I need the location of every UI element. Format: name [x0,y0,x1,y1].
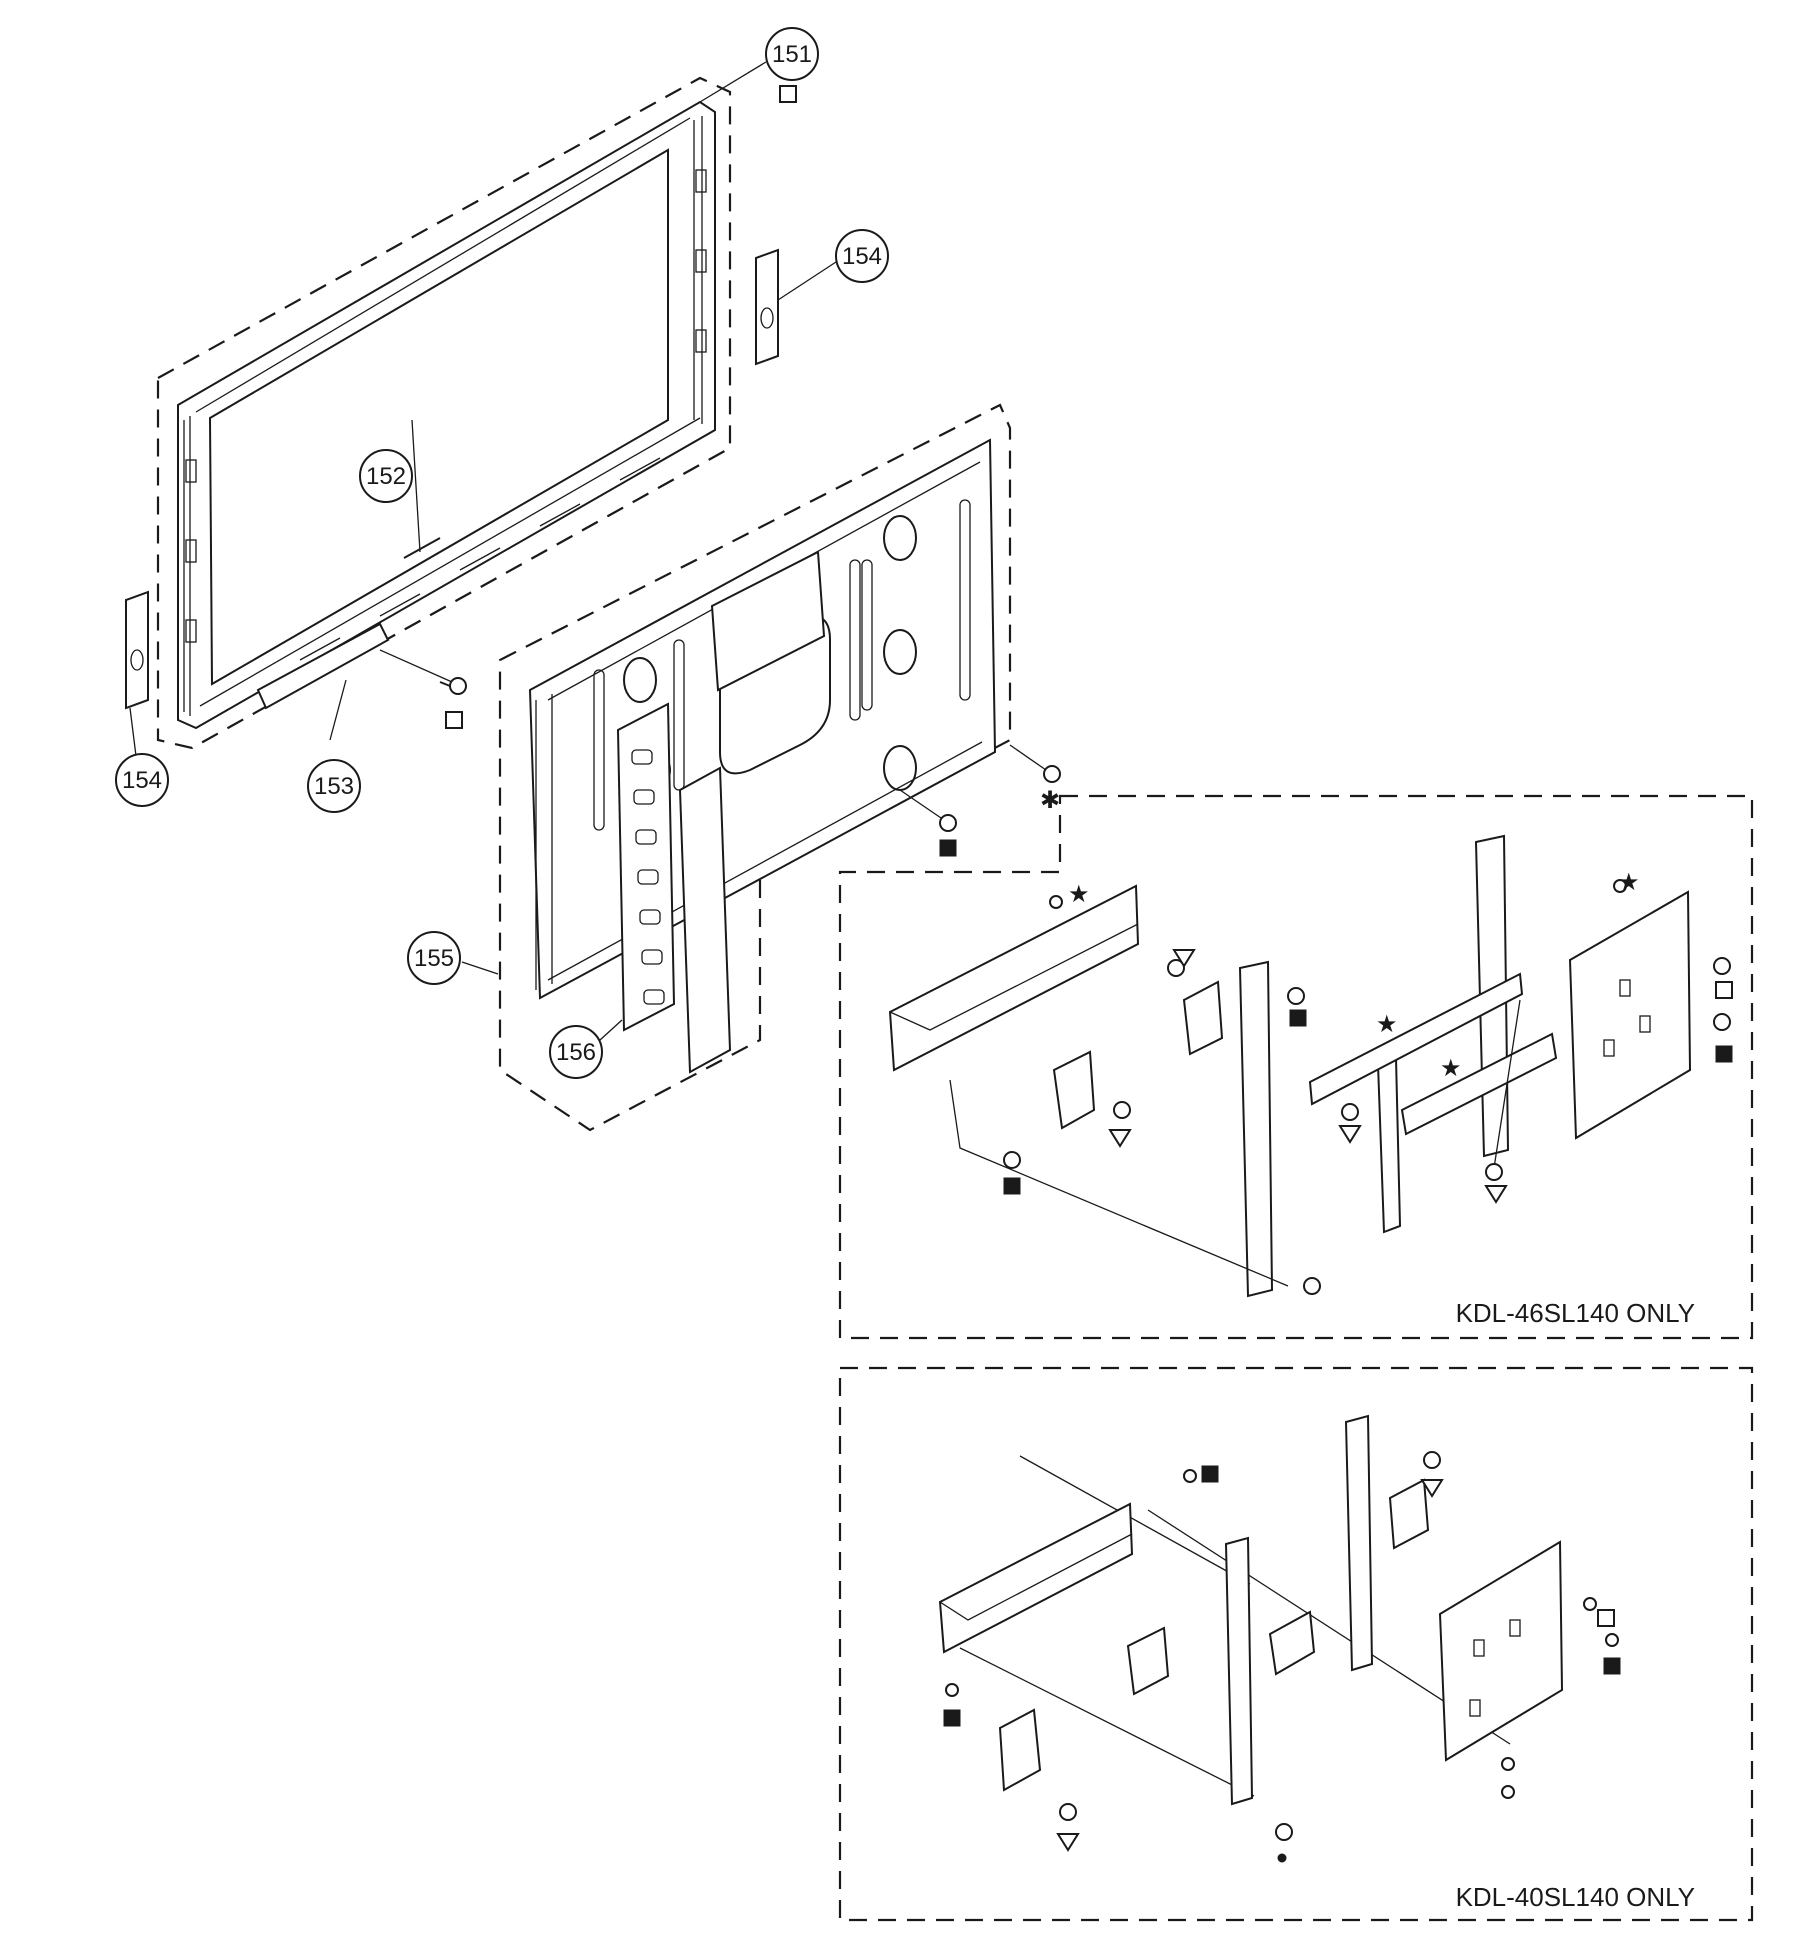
kdl40-main-board[interactable] [1438,1540,1564,1762]
speaker-right[interactable] [755,248,837,366]
callout-156: 156 [549,1025,603,1079]
part-153-bracket[interactable] [256,622,390,710]
part-156-terminal-strip[interactable] [599,702,732,1074]
callout-label: 153 [314,773,354,800]
chassis-mount-bracket [710,550,826,692]
kdl46-small-bracket[interactable] [1052,1050,1096,1130]
kdl40-marks [943,1465,1621,1863]
callout-154-right: 154 [835,229,889,283]
kdl46-vertical-rail[interactable] [1238,960,1274,1298]
speaker-left[interactable] [125,590,149,757]
bezel-dashed-boundary [156,76,732,750]
rear-chassis-plate[interactable] [528,438,997,1000]
kdl46-screw [1003,879,1731,1295]
kdl46-inset: ★ ★ ★ ★ KDL-46SL140 ONLY [838,794,1754,1340]
kdl46-caption: KDL-46SL140 ONLY [1456,1298,1695,1328]
callout-153: 153 [307,759,361,813]
square-outline-mark [445,711,463,729]
chassis-screw [899,744,1061,832]
square-outline-mark [779,85,797,103]
svg-text:★: ★ [1068,881,1090,908]
part-152-strip[interactable] [403,537,441,559]
callout-label: 155 [414,945,454,972]
kdl46-cross-bar[interactable] [1308,972,1524,1106]
kdl46-marks: ★ ★ ★ ★ [1003,869,1733,1204]
kdl46-vertical-rail[interactable] [1376,1056,1402,1234]
kdl46-main-board[interactable] [1568,890,1692,1140]
chassis-slots [593,499,971,831]
kdl40-caption: KDL-40SL140 ONLY [1456,1882,1695,1912]
kdl46-dashed-box [838,794,1754,1340]
kdl40-dashed-box [838,1366,1754,1922]
callout-151: 151 [765,27,819,81]
kdl40-inset: KDL-40SL140 ONLY [838,1366,1754,1922]
screw [439,677,467,695]
svg-text:★: ★ [1376,1011,1398,1038]
kdl40-vertical-rail[interactable] [1224,1536,1254,1806]
front-bezel-group [156,61,797,750]
callout-label: 154 [122,767,162,794]
svg-text:★: ★ [1440,1055,1462,1082]
asterisk-mark: ✱ [1040,787,1060,814]
kdl40-small-bracket[interactable] [1126,1626,1170,1696]
callout-152: 152 [359,449,413,503]
callout-155: 155 [407,931,461,985]
kdl46-bottom-frame[interactable] [888,884,1140,1072]
kdl46-small-bracket[interactable] [1182,980,1224,1056]
kdl40-screw [945,1451,1619,1841]
bezel-clips [185,169,707,661]
kdl40-bottom-frame[interactable] [938,1502,1134,1654]
kdl40-small-bracket[interactable] [1388,1478,1430,1550]
kdl40-small-bracket[interactable] [998,1708,1042,1792]
bezel-window [208,148,669,686]
square-filled-mark [939,839,957,857]
kdl46-cross-bar[interactable] [1400,1032,1558,1136]
kdl40-vertical-rail[interactable] [1344,1414,1374,1672]
svg-text:★: ★ [1618,869,1640,896]
callout-label: 152 [366,463,406,490]
callout-label: 154 [842,243,882,270]
callout-154-left: 154 [115,753,169,807]
kdl40-small-bracket[interactable] [1268,1610,1316,1676]
callout-label: 156 [556,1039,596,1066]
callout-label: 151 [772,41,812,68]
